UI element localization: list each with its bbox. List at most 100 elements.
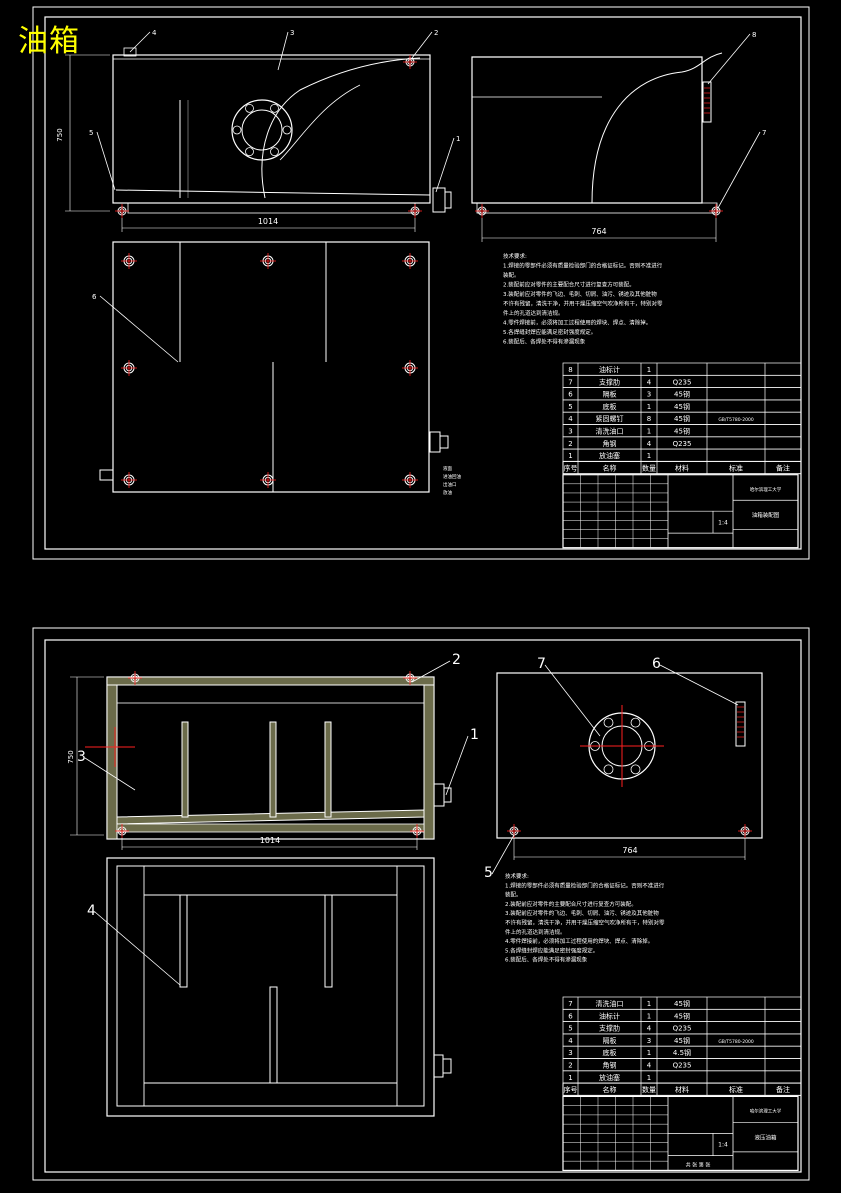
bom-cell: 4 xyxy=(647,378,652,386)
s2-callout-7: 7 xyxy=(537,656,546,672)
bom-header-row xyxy=(562,460,802,475)
bom-cell: 2 xyxy=(568,440,572,448)
leader-line xyxy=(659,664,739,706)
bom-cell: 隔板 xyxy=(603,1036,617,1045)
tech-req-line: 3.装配前应对零件的飞边、毛刺、切屑、油污、锈迹及其他脏物 xyxy=(503,290,657,298)
plan-drain-head xyxy=(439,435,449,449)
s2-flange-bolt xyxy=(603,764,614,775)
bom-header-cell: 标准 xyxy=(729,1085,743,1094)
bom-cell: GB/T5780-2000 xyxy=(718,1039,754,1045)
cutaway-curve xyxy=(261,57,421,199)
plan-note: 液面 xyxy=(443,465,452,472)
callout-8: 8 xyxy=(752,31,756,39)
flange-bolt xyxy=(245,103,254,113)
sheet1-outer-frame xyxy=(32,6,810,560)
bom-cell: 4 xyxy=(647,1062,652,1070)
plan-outlet xyxy=(99,469,114,481)
bom-cell: 支撑肋 xyxy=(599,1024,620,1033)
s2-callout-1: 1 xyxy=(470,727,479,743)
cutaway-curve-2 xyxy=(279,84,361,161)
tech-req-line: 件上的孔道达到清洁规。 xyxy=(505,928,566,936)
tech-req-line: 2.装配前应对零件的主要配合尺寸进行复查方可装配。 xyxy=(503,281,635,289)
tb-school: 哈尔滨理工大学 xyxy=(750,486,782,493)
flange-bolt xyxy=(270,147,279,157)
tech-req-line: 1.焊接的零部件必须有质量检验部门的合格证标记。否则不准进行 xyxy=(503,262,663,270)
bom-cell: 1 xyxy=(647,452,651,460)
bom-cell: 清洗油口 xyxy=(596,999,624,1008)
tb-school: 哈尔滨理工大学 xyxy=(750,1108,782,1115)
bom-cell: 45钢 xyxy=(674,390,690,399)
bom-cell: 45钢 xyxy=(674,999,690,1008)
leader-line xyxy=(96,131,116,191)
leader-line xyxy=(717,131,761,209)
plan-view-outline xyxy=(112,241,430,493)
bom-cell: 4 xyxy=(647,440,652,448)
bom-header-row xyxy=(562,1082,802,1096)
bom-cell: 放油塞 xyxy=(599,1073,620,1082)
bom-cell: 45钢 xyxy=(674,1036,690,1045)
s2-callout-2: 2 xyxy=(452,652,461,668)
bom-header-cell: 名称 xyxy=(603,1085,617,1094)
tech-req-line: 6.装配后、各焊处不得有渗漏现象 xyxy=(505,956,588,964)
bom-cell: 支撑肋 xyxy=(599,377,620,386)
tech-req-line: 4.零件焊接前，必须将加工过程使用的焊块、焊点、清除掉。 xyxy=(503,319,651,327)
s2-side-dim-width: 764 xyxy=(622,846,637,855)
bom-cell: GB/T5780-2000 xyxy=(718,417,754,423)
plan-note: 出油口 xyxy=(443,481,457,488)
leader-line xyxy=(544,664,601,737)
right-wall-section xyxy=(423,676,435,840)
bom-header-cell: 材料 xyxy=(675,1085,689,1094)
leader-line xyxy=(707,33,751,85)
bom-cell: 7 xyxy=(568,1000,572,1008)
baffle-section-1 xyxy=(181,721,189,818)
bom-cell: 底板 xyxy=(603,402,617,411)
dim-height: 750 xyxy=(56,128,64,141)
callout-3: 3 xyxy=(290,29,294,37)
front-view-outline xyxy=(112,54,431,204)
cleaning-flange xyxy=(231,99,293,161)
s2-callout-6: 6 xyxy=(652,656,661,672)
bom-cell: 4 xyxy=(568,1037,573,1045)
tech-req-line: 3.装配前应对零件的飞边、毛刺、切屑、油污、锈迹及其他脏物 xyxy=(505,909,659,917)
bom-cell: Q235 xyxy=(673,1062,692,1070)
bom-cell: Q235 xyxy=(673,440,692,448)
leader-line xyxy=(411,660,451,683)
bom-cell: 45钢 xyxy=(674,414,690,423)
sheet-2: 750 1014 2 3 1 764 7 6 5 4 技术要求:1.焊接的零部件必须有质量检验部门的… xyxy=(67,652,802,1172)
leader-line xyxy=(129,31,151,53)
bom-cell: 1 xyxy=(647,428,651,436)
tech-req-line: 1.焊接的零部件必须有质量检验部门的合格证标记。否则不准进行 xyxy=(505,881,665,889)
bom-cell: 5 xyxy=(568,1025,572,1033)
s2-dim-width: 1014 xyxy=(260,836,280,845)
cleaning-flange-inner xyxy=(241,109,283,151)
tech-req-line: 不许有残留，清洗干净，并用干燥压缩空气吹净所有干，特别对零 xyxy=(503,300,663,308)
leader-line xyxy=(491,834,515,875)
bom-cell: 8 xyxy=(647,415,651,423)
leader-line xyxy=(435,137,455,193)
leader-line xyxy=(99,295,179,363)
callout-1: 1 xyxy=(456,135,460,143)
baffle-section-3 xyxy=(324,721,332,818)
plan-drain xyxy=(429,431,441,453)
tech-req-heading: 技术要求: xyxy=(503,252,527,260)
s2-dim-height: 750 xyxy=(67,750,75,763)
tech-req-heading: 技术要求: xyxy=(505,872,529,880)
bom-cell: 1 xyxy=(647,1012,651,1020)
tech-req-line: 不许有残留，清洗干净，并用干燥压缩空气吹净所有干，特别对零 xyxy=(505,919,665,927)
s2-level-gauge xyxy=(735,701,746,747)
bom-header-cell: 材料 xyxy=(675,463,689,472)
side-view-outline xyxy=(471,56,703,204)
bom-cell: 3 xyxy=(568,428,572,436)
flange-bolt xyxy=(270,103,279,113)
top-bolt-4 xyxy=(123,47,137,57)
sheet2-outer-frame xyxy=(32,627,810,1181)
s2-side-outline xyxy=(496,672,763,839)
s2-plan-baffle-1 xyxy=(179,894,188,988)
bom-cell: 3 xyxy=(647,1037,651,1045)
s2-callout-5: 5 xyxy=(484,865,493,881)
leader-line xyxy=(277,31,289,71)
flange-bolt xyxy=(245,147,254,157)
s2-drain xyxy=(433,783,445,807)
bom-cell: 角钢 xyxy=(603,439,617,448)
